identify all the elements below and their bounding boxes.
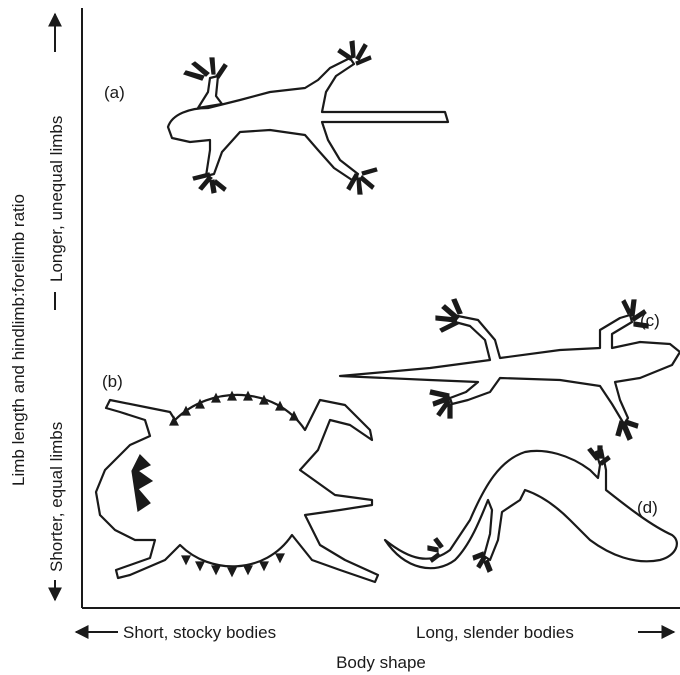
gecko-lizard-icon xyxy=(168,41,448,194)
slender-lizard-icon xyxy=(340,299,680,440)
x-low-label: Short, stocky bodies xyxy=(123,623,276,642)
panel-b-label: (b) xyxy=(102,372,123,391)
panel-d-label: (d) xyxy=(637,498,658,517)
x-axis-title: Body shape xyxy=(336,653,426,672)
panel-a-label: (a) xyxy=(104,83,125,102)
y-axis-title: Limb length and hindlimb:forelimb ratio xyxy=(9,194,28,486)
x-high-label: Long, slender bodies xyxy=(416,623,574,642)
y-high-label: Longer, unequal limbs xyxy=(47,116,66,282)
skink-lizard-icon xyxy=(385,446,677,572)
y-low-label: Shorter, equal limbs xyxy=(47,422,66,572)
horned-lizard-icon xyxy=(96,392,378,582)
